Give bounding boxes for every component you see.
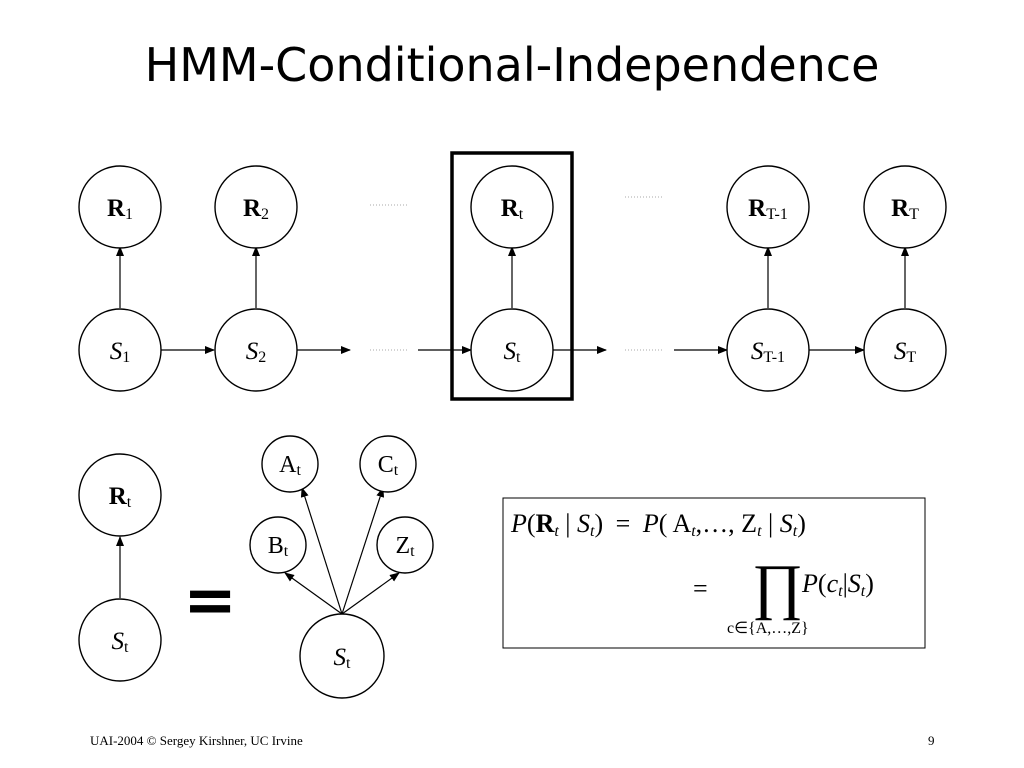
node-ct [359,435,417,493]
node-ct-label: Ct [378,452,399,479]
footer-credit: UAI-2004 © Sergey Kirshner, UC Irvine [90,733,303,748]
formula-line2-equals: = [693,574,708,603]
node-rT1-label: RT-1 [748,195,788,223]
node-lower-st-label: St [112,628,130,656]
node-zt [376,516,434,574]
formula-line2-term: P(ct|St) [801,569,874,600]
node-rT1 [726,165,810,249]
formula-border [502,497,926,649]
node-decomp-st-label: St [334,644,352,672]
node-rT [863,165,947,249]
node-lower-st [78,598,162,682]
node-r2-label: R2 [243,195,269,223]
node-at-label: At [279,452,301,479]
equals-sign: = [183,564,237,638]
node-lower-rt-label: Rt [109,483,132,511]
formula-box: P(Rt | St) = P( At,…, Zt | St) = ∏ P(ct|… [502,497,926,649]
node-sT [863,308,947,392]
formula-line1: P(Rt | St) = P( At,…, Zt | St) [510,509,806,540]
slide-title: HMM-Conditional-Independence [144,38,880,92]
node-sT-label: ST [894,338,917,366]
highlight-box [450,151,574,401]
node-sT1 [726,308,810,392]
node-rT-label: RT [891,195,919,223]
edge-st-at [300,487,343,615]
node-s2-label: S2 [246,338,267,366]
page-number: 9 [928,733,935,748]
node-bt-label: Bt [268,533,289,560]
node-sT1-label: ST-1 [751,338,785,366]
node-rt [470,165,554,249]
node-bt [249,516,307,574]
product-symbol: ∏ [752,553,803,621]
node-decomp-st [299,613,385,699]
node-r2 [214,165,298,249]
node-r1 [78,165,162,249]
node-at [261,435,319,493]
node-st [470,308,554,392]
edge-st-bt [284,572,343,615]
product-index: c∈{A,…,Z} [727,620,809,637]
edge-st-zt [341,572,400,615]
node-st-label: St [504,338,522,366]
node-rt-label: Rt [501,195,524,223]
node-s2 [214,308,298,392]
edge-st-ct [341,487,385,615]
node-lower-rt [78,453,162,537]
node-s1 [78,308,162,392]
node-zt-label: Zt [395,533,415,560]
node-s1-label: S1 [110,338,131,366]
node-r1-label: R1 [107,195,133,223]
